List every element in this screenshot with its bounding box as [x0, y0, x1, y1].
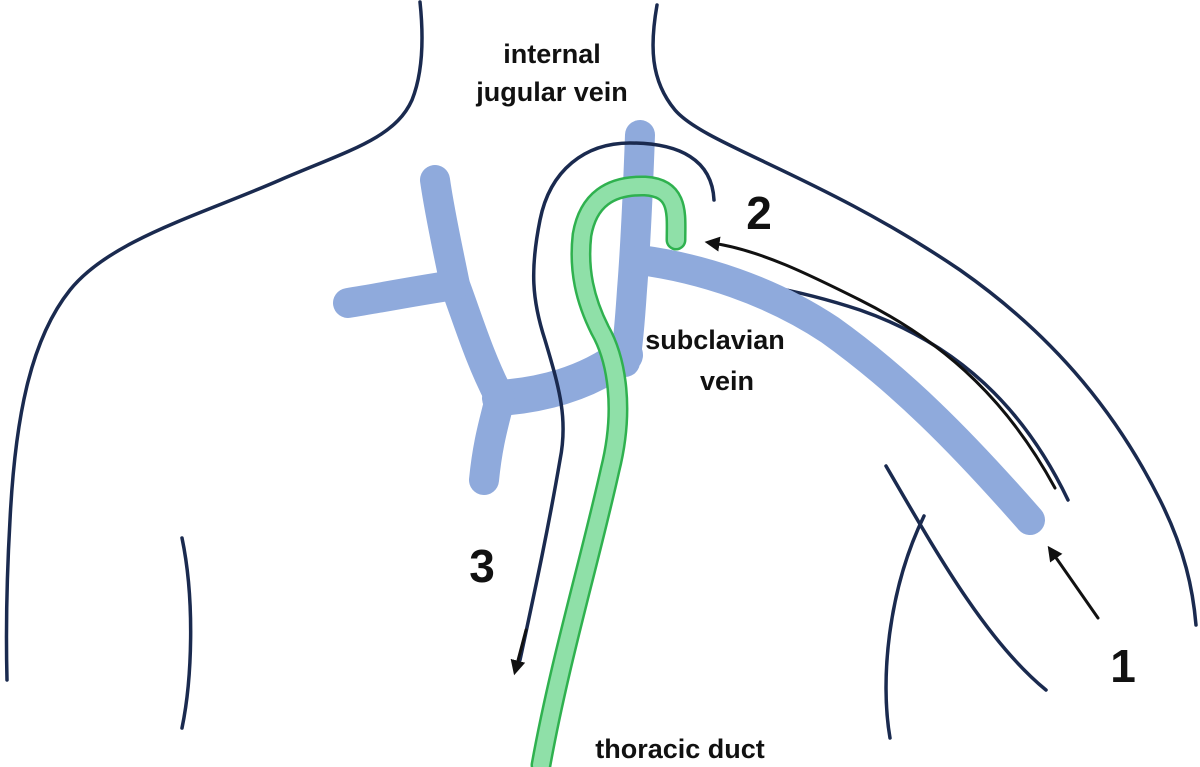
- internal-jugular-label-line2: jugular vein: [475, 77, 628, 107]
- body-outline: [4, 0, 1198, 740]
- step-3-arrow: [510, 628, 528, 676]
- lymph-flow-pathway: [510, 141, 1100, 676]
- internal-jugular-label-line1: internal: [503, 39, 601, 69]
- left-horizontal-branch: [333, 270, 470, 318]
- subclavian-label-line1: subclavian: [645, 325, 785, 355]
- left-armpit-line: [180, 536, 193, 730]
- thoracic-duct-label: thoracic duct: [595, 734, 765, 764]
- thoracic-duct: [530, 175, 687, 767]
- step-1-label: 1: [1110, 640, 1136, 692]
- text-labels: internal jugular vein subclavian vein th…: [469, 39, 1136, 764]
- left-lower-branch: [469, 383, 515, 495]
- step-1-arrow: [1047, 545, 1100, 620]
- thoracic-duct-inner: [533, 177, 685, 767]
- right-chest-line: [884, 464, 1048, 692]
- subclavian-vein-shape: [625, 245, 1045, 535]
- neck-left-outline: [4, 0, 424, 682]
- right-armpit-line: [884, 514, 926, 740]
- pathway-loop-line: [518, 141, 716, 662]
- step-2-label: 2: [746, 187, 772, 239]
- step-2-arrow: [704, 236, 1057, 490]
- step-3-label: 3: [469, 540, 495, 592]
- neck-right-outline: [651, 3, 1198, 627]
- subclavian-label-line2: vein: [700, 366, 754, 396]
